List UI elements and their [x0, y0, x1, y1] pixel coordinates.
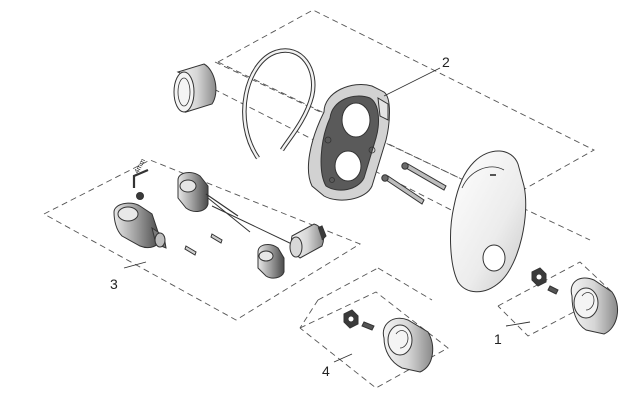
callout-2-label: 2 [442, 54, 450, 70]
small-nut-group1 [531, 267, 547, 287]
pin-small-b [184, 245, 197, 256]
callout-3: 3 [110, 261, 147, 292]
mounting-plate [307, 84, 390, 201]
callout-3-label: 3 [110, 276, 118, 292]
knob-handle-group4 [382, 317, 434, 373]
knob-handle-group1 [570, 277, 619, 335]
thermostatic-cartridge [113, 202, 167, 249]
group-4-outline [299, 267, 449, 389]
screw-short [381, 174, 425, 205]
small-screw-group1 [547, 285, 559, 295]
pin-small-a [210, 233, 223, 244]
sleeve-tube [173, 63, 217, 113]
callout-1-label: 1 [494, 331, 502, 347]
allen-key: 4mm [132, 158, 149, 200]
callout-2: 2 [383, 54, 450, 97]
flow-cartridge [257, 244, 285, 279]
shutoff-cartridge [177, 172, 297, 247]
cover-plate [450, 150, 527, 293]
check-valve [289, 223, 327, 259]
callout-4-label: 4 [322, 363, 330, 379]
small-screw-group4 [361, 321, 375, 331]
callout-4: 4 [322, 353, 353, 379]
screw-long [401, 162, 447, 191]
callout-1: 1 [494, 321, 531, 347]
group-3-outline [43, 159, 361, 321]
small-nut-group4 [343, 309, 359, 329]
group-1-outline [497, 261, 613, 337]
seal-ring [242, 48, 316, 160]
group-2-outline [195, 9, 595, 246]
